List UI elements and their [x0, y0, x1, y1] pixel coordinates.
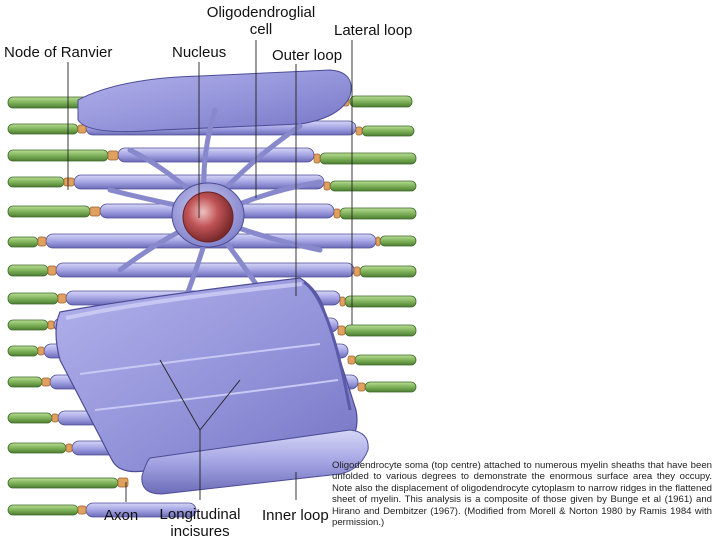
label-longitudinal-incisures: Longitudinal incisures [152, 506, 248, 540]
label-nucleus: Nucleus [172, 44, 226, 61]
label-lateral-loop: Lateral loop [334, 22, 412, 39]
label-longitudinal-line2: incisures [152, 523, 248, 540]
figure-caption: Oligodendrocyte soma (top centre) attach… [332, 460, 712, 528]
label-inner-loop: Inner loop [262, 507, 329, 524]
label-oligodendroglial-cell: Oligodendroglial cell [196, 4, 326, 38]
nucleus [183, 192, 233, 242]
label-outer-loop: Outer loop [272, 47, 342, 64]
label-axon: Axon [104, 507, 138, 524]
label-node-of-ranvier: Node of Ranvier [4, 44, 112, 61]
label-oligodendroglial-line1: Oligodendroglial [196, 4, 326, 21]
label-oligodendroglial-line2: cell [196, 21, 326, 38]
label-longitudinal-line1: Longitudinal [152, 506, 248, 523]
upper-myelin-sheet [78, 70, 351, 132]
